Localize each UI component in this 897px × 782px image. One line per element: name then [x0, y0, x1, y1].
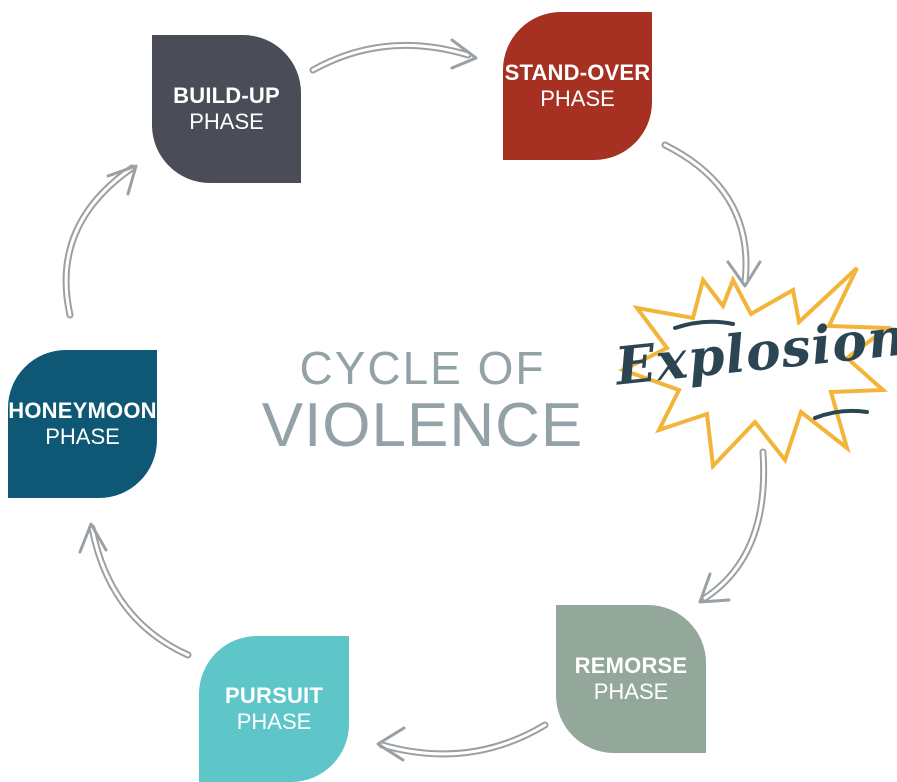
phase-remorse: REMORSE PHASE — [556, 605, 706, 753]
phase-pursuit: PURSUIT PHASE — [199, 636, 349, 782]
phase-build-up: BUILD-UP PHASE — [152, 35, 301, 183]
phase-suffix: PHASE — [45, 424, 120, 449]
phase-name: HONEYMOON — [8, 397, 157, 423]
phase-suffix: PHASE — [236, 709, 312, 734]
arrow-standover-to-explosion — [661, 141, 762, 288]
arrow-buildup-to-standover — [309, 38, 478, 74]
explosion-burst: Explosion — [613, 262, 897, 472]
phase-name: REMORSE — [574, 652, 688, 678]
phase-suffix: PHASE — [189, 109, 264, 134]
arrow-honeymoon-to-buildup — [62, 164, 138, 319]
arrow-remorse-to-pursuit — [376, 721, 549, 762]
burst-icon — [617, 266, 893, 471]
diagram-title: CYCLE OF VIOLENCE — [250, 345, 595, 458]
phase-honeymoon: HONEYMOON PHASE — [8, 350, 157, 498]
arrow-pursuit-to-honeymoon — [78, 522, 192, 659]
arrow-explosion-to-remorse — [698, 448, 768, 604]
phase-stand-over: STAND-OVER PHASE — [503, 12, 652, 160]
phase-name: PURSUIT — [225, 682, 323, 708]
phase-suffix: PHASE — [593, 679, 669, 704]
phase-name: STAND-OVER — [504, 59, 651, 85]
phase-name: BUILD-UP — [173, 82, 280, 108]
title-line-2: VIOLENCE — [261, 391, 584, 460]
title-line-1: CYCLE OF — [299, 342, 546, 394]
phase-suffix: PHASE — [540, 86, 615, 111]
